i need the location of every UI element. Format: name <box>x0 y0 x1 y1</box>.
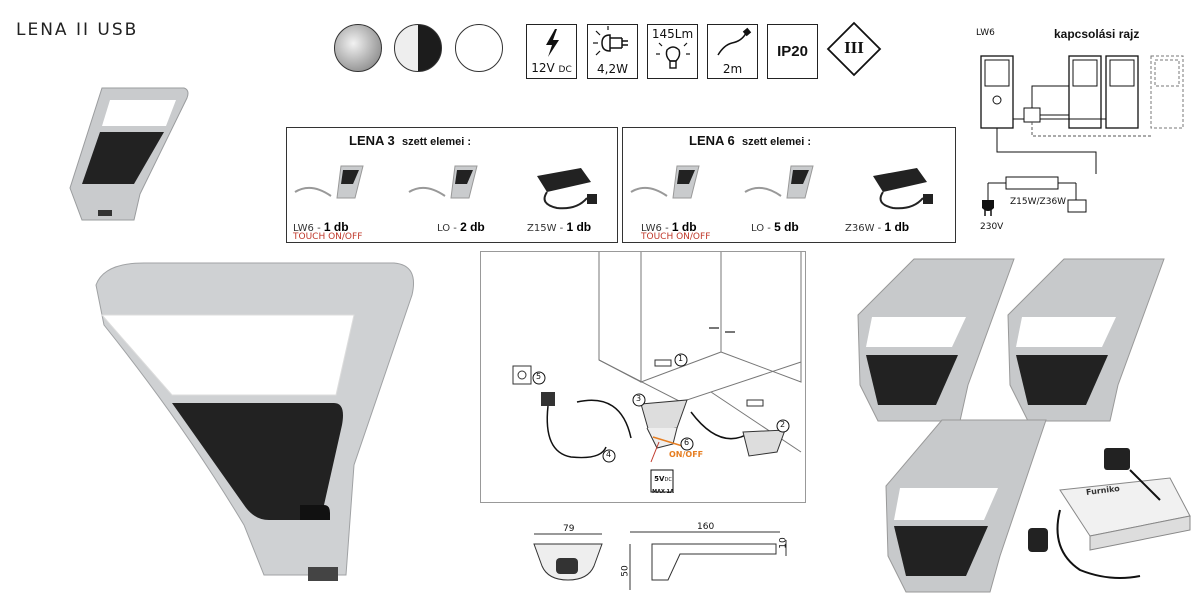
set-lena3-name: LENA 3 <box>349 133 395 148</box>
set-lena3-item-2-qty: 2 db <box>460 220 485 234</box>
dim-width: 79 <box>563 524 575 534</box>
usb-max: MAX 1A <box>652 489 674 495</box>
set-lena3-item-3: Z15W - 1 db <box>527 220 591 234</box>
set-lena6-title: LENA 6 szett elemei : <box>689 133 811 148</box>
step-6-label: 6 <box>684 438 690 447</box>
set-lena6-touch-note: TOUCH ON/OFF <box>641 232 711 242</box>
lamp-photo-right-2 <box>1007 258 1165 422</box>
class-diamond-icon <box>826 21 882 77</box>
set-lena6-item-3: Z36W - 1 db <box>845 220 909 234</box>
lamp-icon <box>593 26 628 56</box>
set-lena3-item-1: LW6 - 1 db <box>293 220 349 234</box>
cable-symbol: 2m <box>707 24 758 79</box>
set-lena3-lw6-photo <box>294 165 364 199</box>
power-symbol: 4,2W <box>587 24 638 79</box>
wiring-driver-label: Z15W/Z36W <box>1010 197 1067 207</box>
set-lena6-item-3-qty: 1 db <box>884 220 910 234</box>
ip-rating: IP20 <box>767 24 818 79</box>
set-lena6-item-1: LW6 - 1 db <box>641 220 697 234</box>
set-lena6-suffix: szett elemei : <box>741 136 812 148</box>
onoff-label: ON/OFF <box>669 450 704 459</box>
set-lena3-driver-photo <box>537 168 597 210</box>
voltage-value: 12V <box>531 61 555 75</box>
set-lena3-suffix: szett elemei : <box>401 136 472 148</box>
lamp-photo-right-3 <box>885 419 1047 593</box>
step-2-label: 2 <box>780 420 786 429</box>
set-lena3-item-1-code: LW6 - <box>293 223 321 234</box>
lumen-symbol: 145Lm <box>647 24 698 79</box>
wiring-schematic <box>980 55 1184 216</box>
wiring-mains-label: 230V <box>980 222 1004 232</box>
set-lena3-item-2-code: LO - <box>437 223 457 234</box>
dim-length: 160 <box>697 522 715 532</box>
cable-icon <box>717 27 752 56</box>
dim-thickness: 10 <box>778 537 789 549</box>
lamp-photo-large <box>95 262 414 581</box>
power-value: 4,2W <box>597 62 628 76</box>
set-lena3-touch-note: TOUCH ON/OFF <box>293 232 363 242</box>
set-lena6-box: LENA 6 szett elemei : LW6 - 1 db TOUCH O… <box>622 127 956 243</box>
set-lena3-lo-photo <box>408 165 478 199</box>
set-lena6-item-2: LO - 5 db <box>751 220 799 234</box>
wiring-diagram: LW6 kapcsolási rajz Z15W/Z36W 230V <box>966 24 1196 239</box>
finish-swatch-black <box>394 24 442 72</box>
lamp-photo-right-1 <box>857 258 1015 422</box>
product-title: LENA II USB <box>16 20 139 40</box>
dimension-drawing <box>533 531 787 590</box>
bulb-icon <box>656 42 690 69</box>
set-lena3-title: LENA 3 szett elemei : <box>349 133 471 148</box>
set-lena3-item-2: LO - 2 db <box>437 220 485 234</box>
step-3-label: 3 <box>636 394 642 403</box>
dim-height: 50 <box>620 565 631 577</box>
lumen-value: 145Lm <box>651 27 694 41</box>
set-lena6-item-1-qty: 1 db <box>671 220 697 234</box>
lamp-photo-small <box>69 87 189 221</box>
led-driver-photo <box>1028 448 1191 579</box>
voltage-symbol: 12V DC <box>526 24 577 79</box>
set-lena6-name: LENA 6 <box>689 133 735 148</box>
set-lena6-item-2-code: LO - <box>751 223 771 234</box>
voltage-unit: DC <box>558 65 572 75</box>
wiring-title: kapcsolási rajz <box>1054 27 1140 41</box>
set-lena6-driver-photo <box>873 168 933 210</box>
usb-rating-label: 5VDC MAX 1A <box>652 472 674 496</box>
cable-length: 2m <box>722 62 743 76</box>
set-lena6-lw6-photo <box>630 165 700 199</box>
set-lena6-item-3-code: Z36W - <box>845 223 882 234</box>
usb-volt: 5V <box>654 475 665 483</box>
set-lena3-box: LENA 3 szett elemei : LW6 - 1 db TOUCH O… <box>286 127 618 243</box>
usb-unit: DC <box>664 477 672 483</box>
lightning-icon <box>546 29 559 57</box>
step-4-label: 4 <box>606 450 612 459</box>
installation-drawing <box>512 252 802 493</box>
protection-class: III <box>826 21 882 77</box>
protection-class-label: III <box>844 38 864 57</box>
finish-swatch-silver <box>334 24 382 72</box>
installation-diagram: 1 2 3 4 5 6 ON/OFF 5VDC MAX 1A <box>480 251 806 503</box>
set-lena3-item-3-qty: 1 db <box>566 220 592 234</box>
set-lena3-item-1-qty: 1 db <box>323 220 349 234</box>
finish-swatch-white <box>455 24 503 72</box>
set-lena3-item-3-code: Z15W - <box>527 223 564 234</box>
step-5-label: 5 <box>536 372 542 381</box>
set-lena6-item-2-qty: 5 db <box>774 220 799 234</box>
set-lena6-item-1-code: LW6 - <box>641 223 669 234</box>
set-lena6-lo-photo <box>744 165 814 199</box>
step-1-label: 1 <box>678 354 684 363</box>
wiring-lw6-label: LW6 <box>976 28 995 38</box>
